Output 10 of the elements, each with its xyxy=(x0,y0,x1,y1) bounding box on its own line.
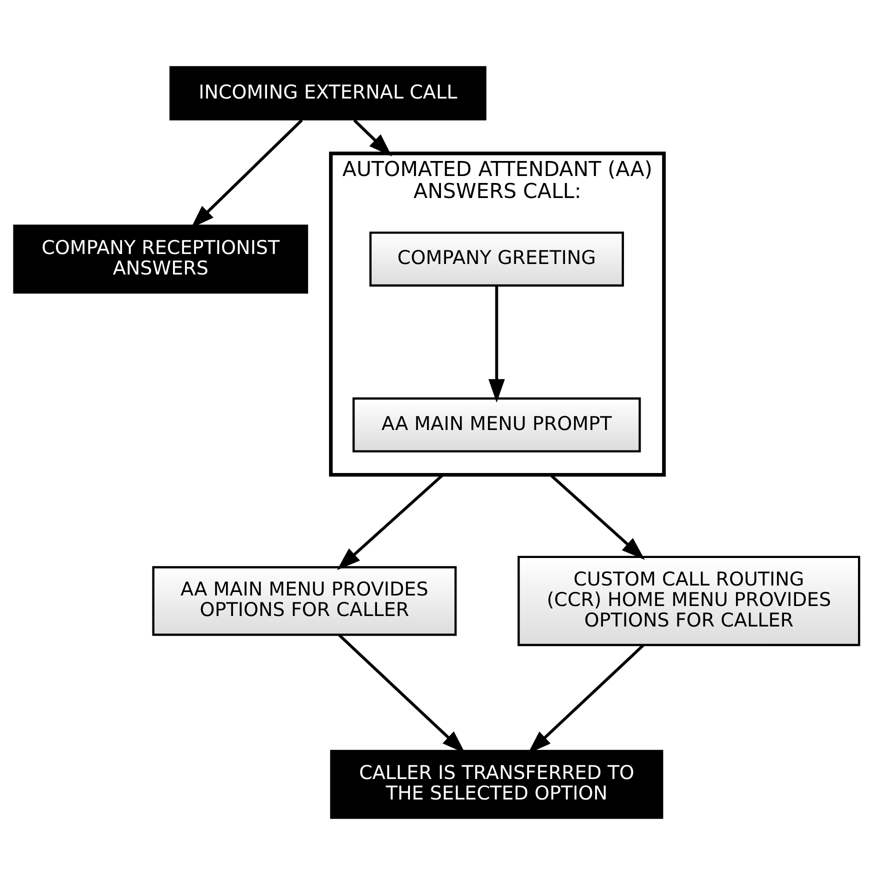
arrow xyxy=(190,118,303,228)
node-box: AA MAIN MENU PROMPT xyxy=(352,396,641,452)
node-box: AA MAIN MENU PROVIDES OPTIONS FOR CALLER xyxy=(152,566,457,636)
arrow xyxy=(353,118,392,156)
node-box: INCOMING EXTERNAL CALL xyxy=(169,66,486,120)
arrow xyxy=(488,286,505,402)
node-box: CALLER IS TRANSFERRED TO THE SELECTED OPTION xyxy=(330,749,664,818)
node-box: CUSTOM CALL ROUTING (CCR) HOME MENU PROVIDES OPTIONS FOR CALLER xyxy=(518,555,860,646)
node-box: COMPANY GREETING xyxy=(369,231,624,286)
node-box: COMPANY RECEPTIONIST ANSWERS xyxy=(13,224,308,294)
